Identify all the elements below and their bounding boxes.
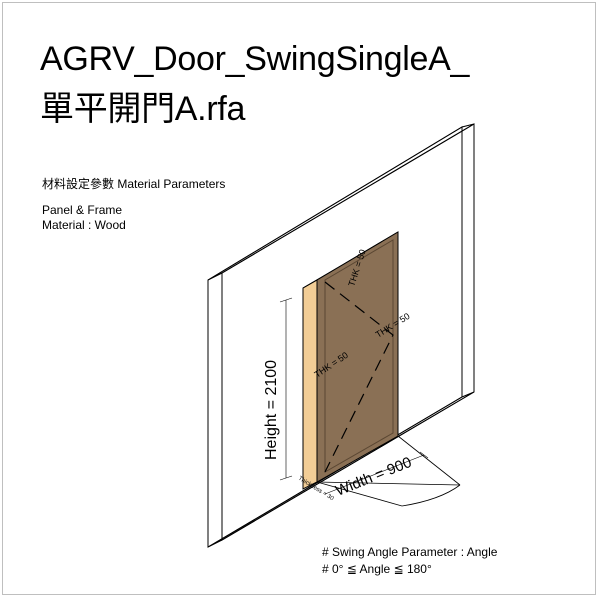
swing-indicator xyxy=(324,281,394,473)
frame-left-face xyxy=(302,279,318,490)
wall-slab xyxy=(207,123,475,548)
height-label: Height = 2100 xyxy=(263,360,280,460)
swing-angle-range: # 0° ≦ Angle ≦ 180° xyxy=(322,562,432,576)
material-heading: 材料設定參數 Material Parameters xyxy=(42,177,226,191)
swing-angle-parameter: # Swing Angle Parameter : Angle xyxy=(322,545,498,559)
file-title-line-2: 單平開門A.rfa xyxy=(40,90,246,128)
height-dimension xyxy=(279,297,293,481)
swing-floor-plan xyxy=(316,435,461,507)
width-dimension xyxy=(324,451,429,495)
file-title-line-1: AGRV_Door_SwingSingleA_ xyxy=(40,40,470,78)
material-wood: Material : Wood xyxy=(42,218,126,232)
door-panel xyxy=(324,239,394,473)
door-assembly xyxy=(302,231,399,490)
material-panel-frame: Panel & Frame xyxy=(42,203,123,217)
